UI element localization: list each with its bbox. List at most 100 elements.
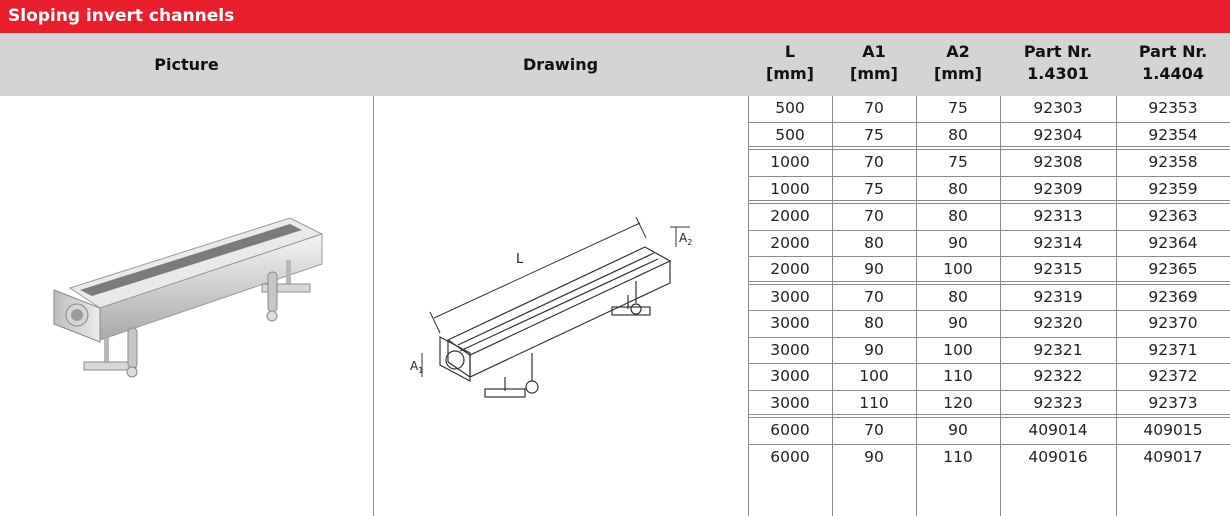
- cell-a1: 80: [864, 314, 884, 332]
- cell-a1: 75: [864, 179, 884, 198]
- cell-length: 3000: [770, 314, 810, 332]
- cell-part-1-4404: 92363: [1148, 207, 1198, 225]
- header-part-2-label: Part Nr.: [1138, 42, 1208, 61]
- product-picture: [53, 217, 324, 378]
- cell-length: 2000: [770, 260, 810, 278]
- cell-a2: 90: [948, 314, 968, 332]
- cell-part-1-4404: 92364: [1148, 233, 1198, 252]
- cell-a2: 110: [943, 367, 973, 385]
- cell-part-1-4404: 92369: [1148, 287, 1198, 306]
- cell-length: 3000: [770, 393, 810, 412]
- cell-part-1-4301: 92313: [1033, 207, 1083, 225]
- cell-a2: 80: [948, 179, 968, 198]
- header-part-1-label: Part Nr.: [1023, 42, 1093, 61]
- header-a1: A1 [mm]: [832, 33, 916, 96]
- cell-length: 6000: [770, 421, 810, 439]
- cell-part-1-4404: 92373: [1148, 393, 1198, 412]
- cell-part-1-4404: 92359: [1148, 179, 1198, 198]
- cell-part-1-4404: 92372: [1148, 367, 1198, 385]
- cell-part-1-4301: 92322: [1033, 367, 1083, 385]
- row-divider: [748, 229, 1230, 231]
- cell-part-1-4301: 92304: [1033, 125, 1083, 144]
- header-part-2-material: 1.4404: [1142, 64, 1204, 83]
- cell-a1: 110: [859, 393, 889, 412]
- cell-a1: 90: [864, 447, 884, 466]
- cell-a1: 70: [864, 421, 884, 439]
- cell-a1: 75: [864, 125, 884, 144]
- cell-part-1-4404: 92365: [1148, 260, 1198, 278]
- cell-length: 1000: [770, 179, 810, 198]
- cell-a1: 80: [864, 233, 884, 252]
- cell-length: 6000: [770, 447, 810, 466]
- cell-length: 3000: [770, 340, 810, 359]
- cell-part-1-4301: 92314: [1033, 233, 1083, 252]
- cell-part-1-4301: 92323: [1033, 393, 1083, 412]
- cell-part-1-4301: 92320: [1033, 314, 1083, 332]
- header-length-name: L: [784, 42, 796, 61]
- column-rule: [373, 96, 374, 516]
- dimension-lines: [421, 216, 690, 377]
- cell-a2: 110: [943, 447, 973, 466]
- cell-part-1-4301: 92309: [1033, 179, 1083, 198]
- cell-part-1-4301: 92308: [1033, 153, 1083, 171]
- drawing-linework: [439, 246, 672, 398]
- header-part-1-material: 1.4301: [1027, 64, 1089, 83]
- column-rule: [748, 96, 749, 516]
- cell-length: 500: [775, 99, 805, 117]
- row-divider: [748, 310, 1230, 311]
- table-title: Sloping invert channels: [0, 0, 1230, 33]
- column-rule: [832, 96, 833, 516]
- cell-a2: 75: [948, 99, 968, 117]
- header-part-1-4404: Part Nr. 1.4404: [1116, 33, 1230, 96]
- row-divider: [748, 389, 1230, 391]
- dimension-label-a2: A2: [679, 231, 692, 247]
- cell-length: 1000: [770, 153, 810, 171]
- cell-a1: 90: [864, 260, 884, 278]
- row-divider: [748, 121, 1230, 123]
- group-divider: [748, 280, 1230, 285]
- channel-body: [53, 217, 324, 343]
- cell-length: 2000: [770, 207, 810, 225]
- row-divider: [748, 336, 1230, 338]
- table-header: Picture Drawing L[mm] A1[mm] A2[mm] Part…: [0, 33, 1230, 96]
- row-divider: [748, 363, 1230, 364]
- column-rule: [1000, 96, 1001, 516]
- header-a2-unit: [mm]: [934, 64, 982, 83]
- group-divider: [748, 414, 1230, 418]
- cell-a2: 90: [948, 421, 968, 439]
- cell-part-1-4301: 92319: [1033, 287, 1083, 306]
- column-rule: [916, 96, 917, 516]
- header-part-1-4301: Part Nr. 1.4301: [1000, 33, 1116, 96]
- cell-part-1-4404: 92353: [1148, 99, 1198, 117]
- cell-length: 3000: [770, 287, 810, 306]
- cell-a1: 70: [864, 287, 884, 306]
- cell-a1: 70: [864, 99, 884, 117]
- cell-part-1-4301: 92321: [1033, 340, 1083, 359]
- header-a1-name: A1: [862, 42, 886, 61]
- header-drawing: Drawing: [522, 54, 599, 74]
- cell-a2: 75: [948, 153, 968, 171]
- technical-drawing: L A2 A1: [410, 216, 692, 398]
- header-length: L [mm]: [748, 33, 832, 96]
- row-divider: [748, 175, 1230, 177]
- cell-a1: 70: [864, 207, 884, 225]
- cell-part-1-4404: 409017: [1143, 447, 1203, 466]
- cell-part-1-4301: 92303: [1033, 99, 1083, 117]
- column-rule: [1116, 96, 1117, 516]
- dimension-label-length: L: [516, 252, 524, 267]
- cell-a1: 70: [864, 153, 884, 171]
- cell-part-1-4301: 409016: [1028, 447, 1088, 466]
- cell-length: 3000: [770, 367, 810, 385]
- row-divider: [748, 443, 1230, 445]
- cell-a2: 90: [948, 233, 968, 252]
- group-divider: [748, 146, 1230, 150]
- cell-a1: 90: [864, 340, 884, 359]
- cell-part-1-4404: 92354: [1148, 125, 1198, 144]
- cell-part-1-4404: 409015: [1143, 421, 1203, 439]
- dimension-label-a1: A1: [410, 359, 423, 375]
- header-length-unit: [mm]: [766, 64, 814, 83]
- cell-a1: 100: [859, 367, 889, 385]
- header-a1-unit: [mm]: [850, 64, 898, 83]
- cell-a2: 80: [948, 287, 968, 306]
- cell-length: 2000: [770, 233, 810, 252]
